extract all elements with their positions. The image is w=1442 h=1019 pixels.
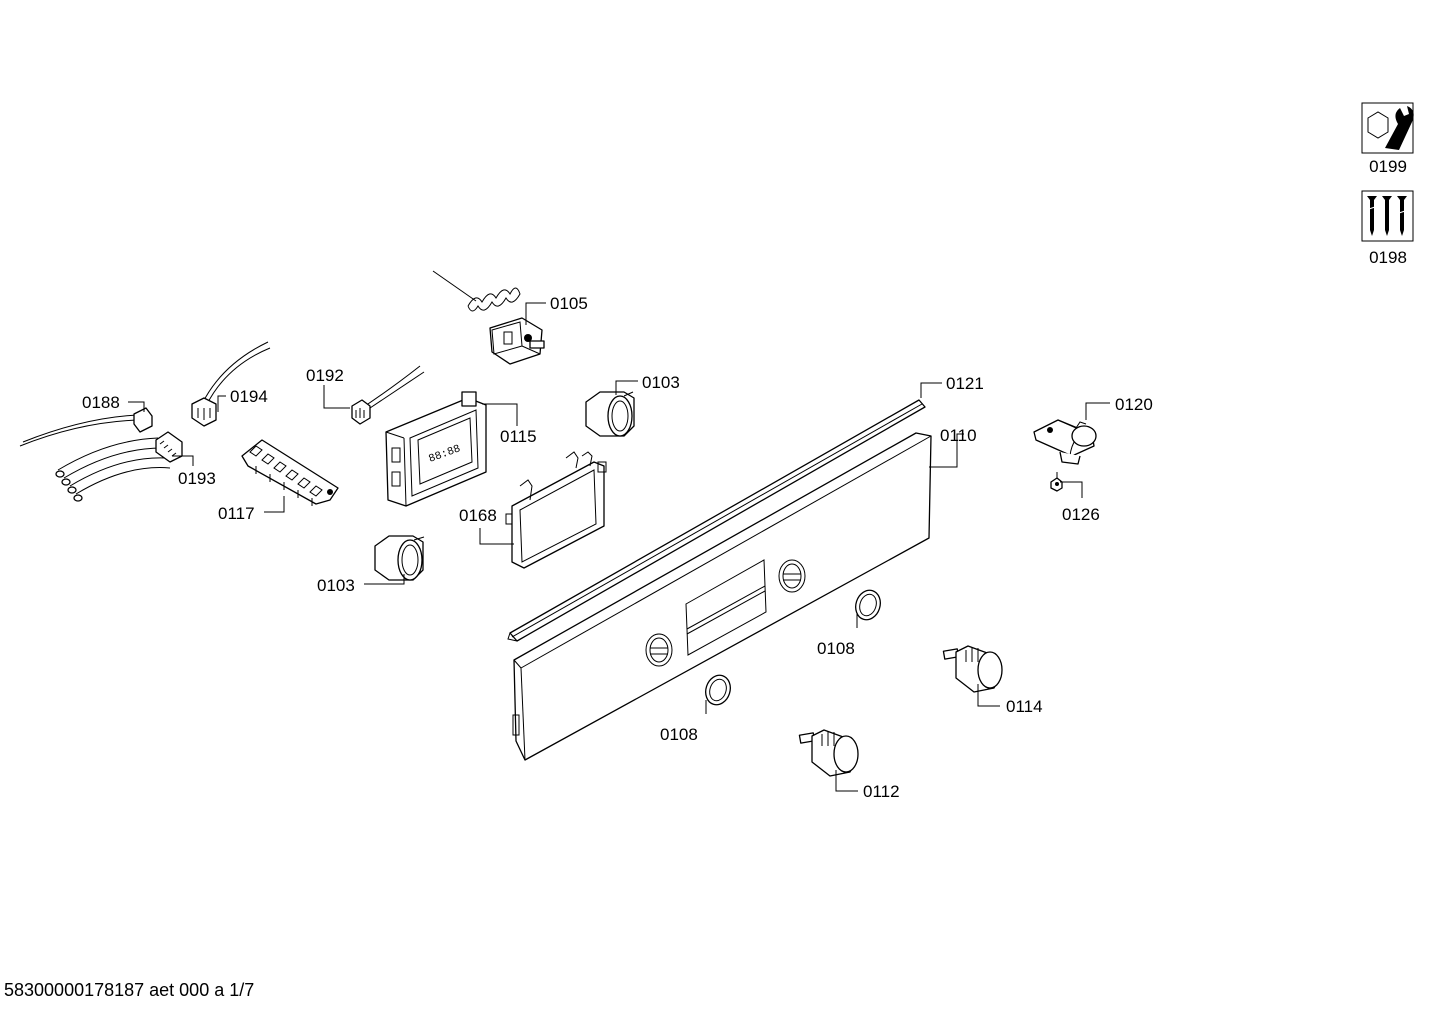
label-0115: 0115 (500, 427, 537, 446)
label-0192: 0192 (306, 366, 344, 385)
tool-screws-box[interactable]: 0198 (1361, 190, 1414, 267)
label-0121: 0121 (946, 374, 984, 393)
wrench-nut-icon (1367, 106, 1414, 150)
label-0114: 0114 (1006, 697, 1043, 716)
label-0117: 0117 (218, 504, 255, 523)
label-0193: 0193 (178, 469, 216, 488)
label-0194: 0194 (230, 387, 268, 406)
part-0115-clock-module[interactable]: 88:88 (385, 391, 487, 507)
tool-wrench-box[interactable]: 0199 (1361, 102, 1414, 176)
screws-icon (1365, 196, 1409, 236)
label-0103-lower: 0103 (317, 576, 355, 595)
part-0114-control-knob[interactable] (942, 645, 1003, 693)
part-0103-knob-holder-upper[interactable] (585, 391, 635, 437)
part-0117-terminal-block[interactable] (241, 439, 339, 506)
label-0103-upper: 0103 (642, 373, 680, 392)
tool-label-0198: 0198 (1369, 248, 1407, 267)
part-0108-ring-upper[interactable] (852, 587, 884, 623)
label-0112: 0112 (863, 782, 900, 801)
label-0168: 0168 (459, 506, 497, 525)
label-0110: 0110 (940, 426, 977, 445)
part-labels: 0105 0103 0103 0121 0110 0120 0126 0188 … (82, 294, 1153, 801)
part-0168-display-frame[interactable] (505, 451, 607, 569)
part-0193-wire-harness[interactable] (55, 431, 183, 502)
part-0121-trim-strip[interactable] (507, 399, 926, 642)
tool-label-0199: 0199 (1369, 157, 1407, 176)
leader-lines (128, 302, 1110, 792)
part-0108-ring-lower[interactable] (702, 672, 734, 708)
part-0192-wire[interactable] (351, 365, 425, 425)
part-0105-thermostat[interactable] (432, 270, 545, 365)
part-0112-control-knob[interactable] (798, 729, 859, 777)
label-0188: 0188 (82, 393, 120, 412)
part-0126-screw[interactable] (1050, 472, 1063, 492)
part-0194-wire[interactable] (191, 341, 271, 427)
part-0103-knob-holder-lower[interactable] (374, 535, 425, 581)
label-0120: 0120 (1115, 395, 1153, 414)
part-0120-hinge-bracket[interactable] (1033, 419, 1097, 465)
part-0110-control-panel[interactable] (512, 432, 932, 761)
label-0105: 0105 (550, 294, 588, 313)
document-code: 58300000178187 aet 000 a 1/7 (4, 980, 255, 1000)
label-0108-upper: 0108 (817, 639, 855, 658)
part-0188-wire[interactable] (19, 407, 153, 447)
label-0126: 0126 (1062, 505, 1100, 524)
label-0108-lower: 0108 (660, 725, 698, 744)
